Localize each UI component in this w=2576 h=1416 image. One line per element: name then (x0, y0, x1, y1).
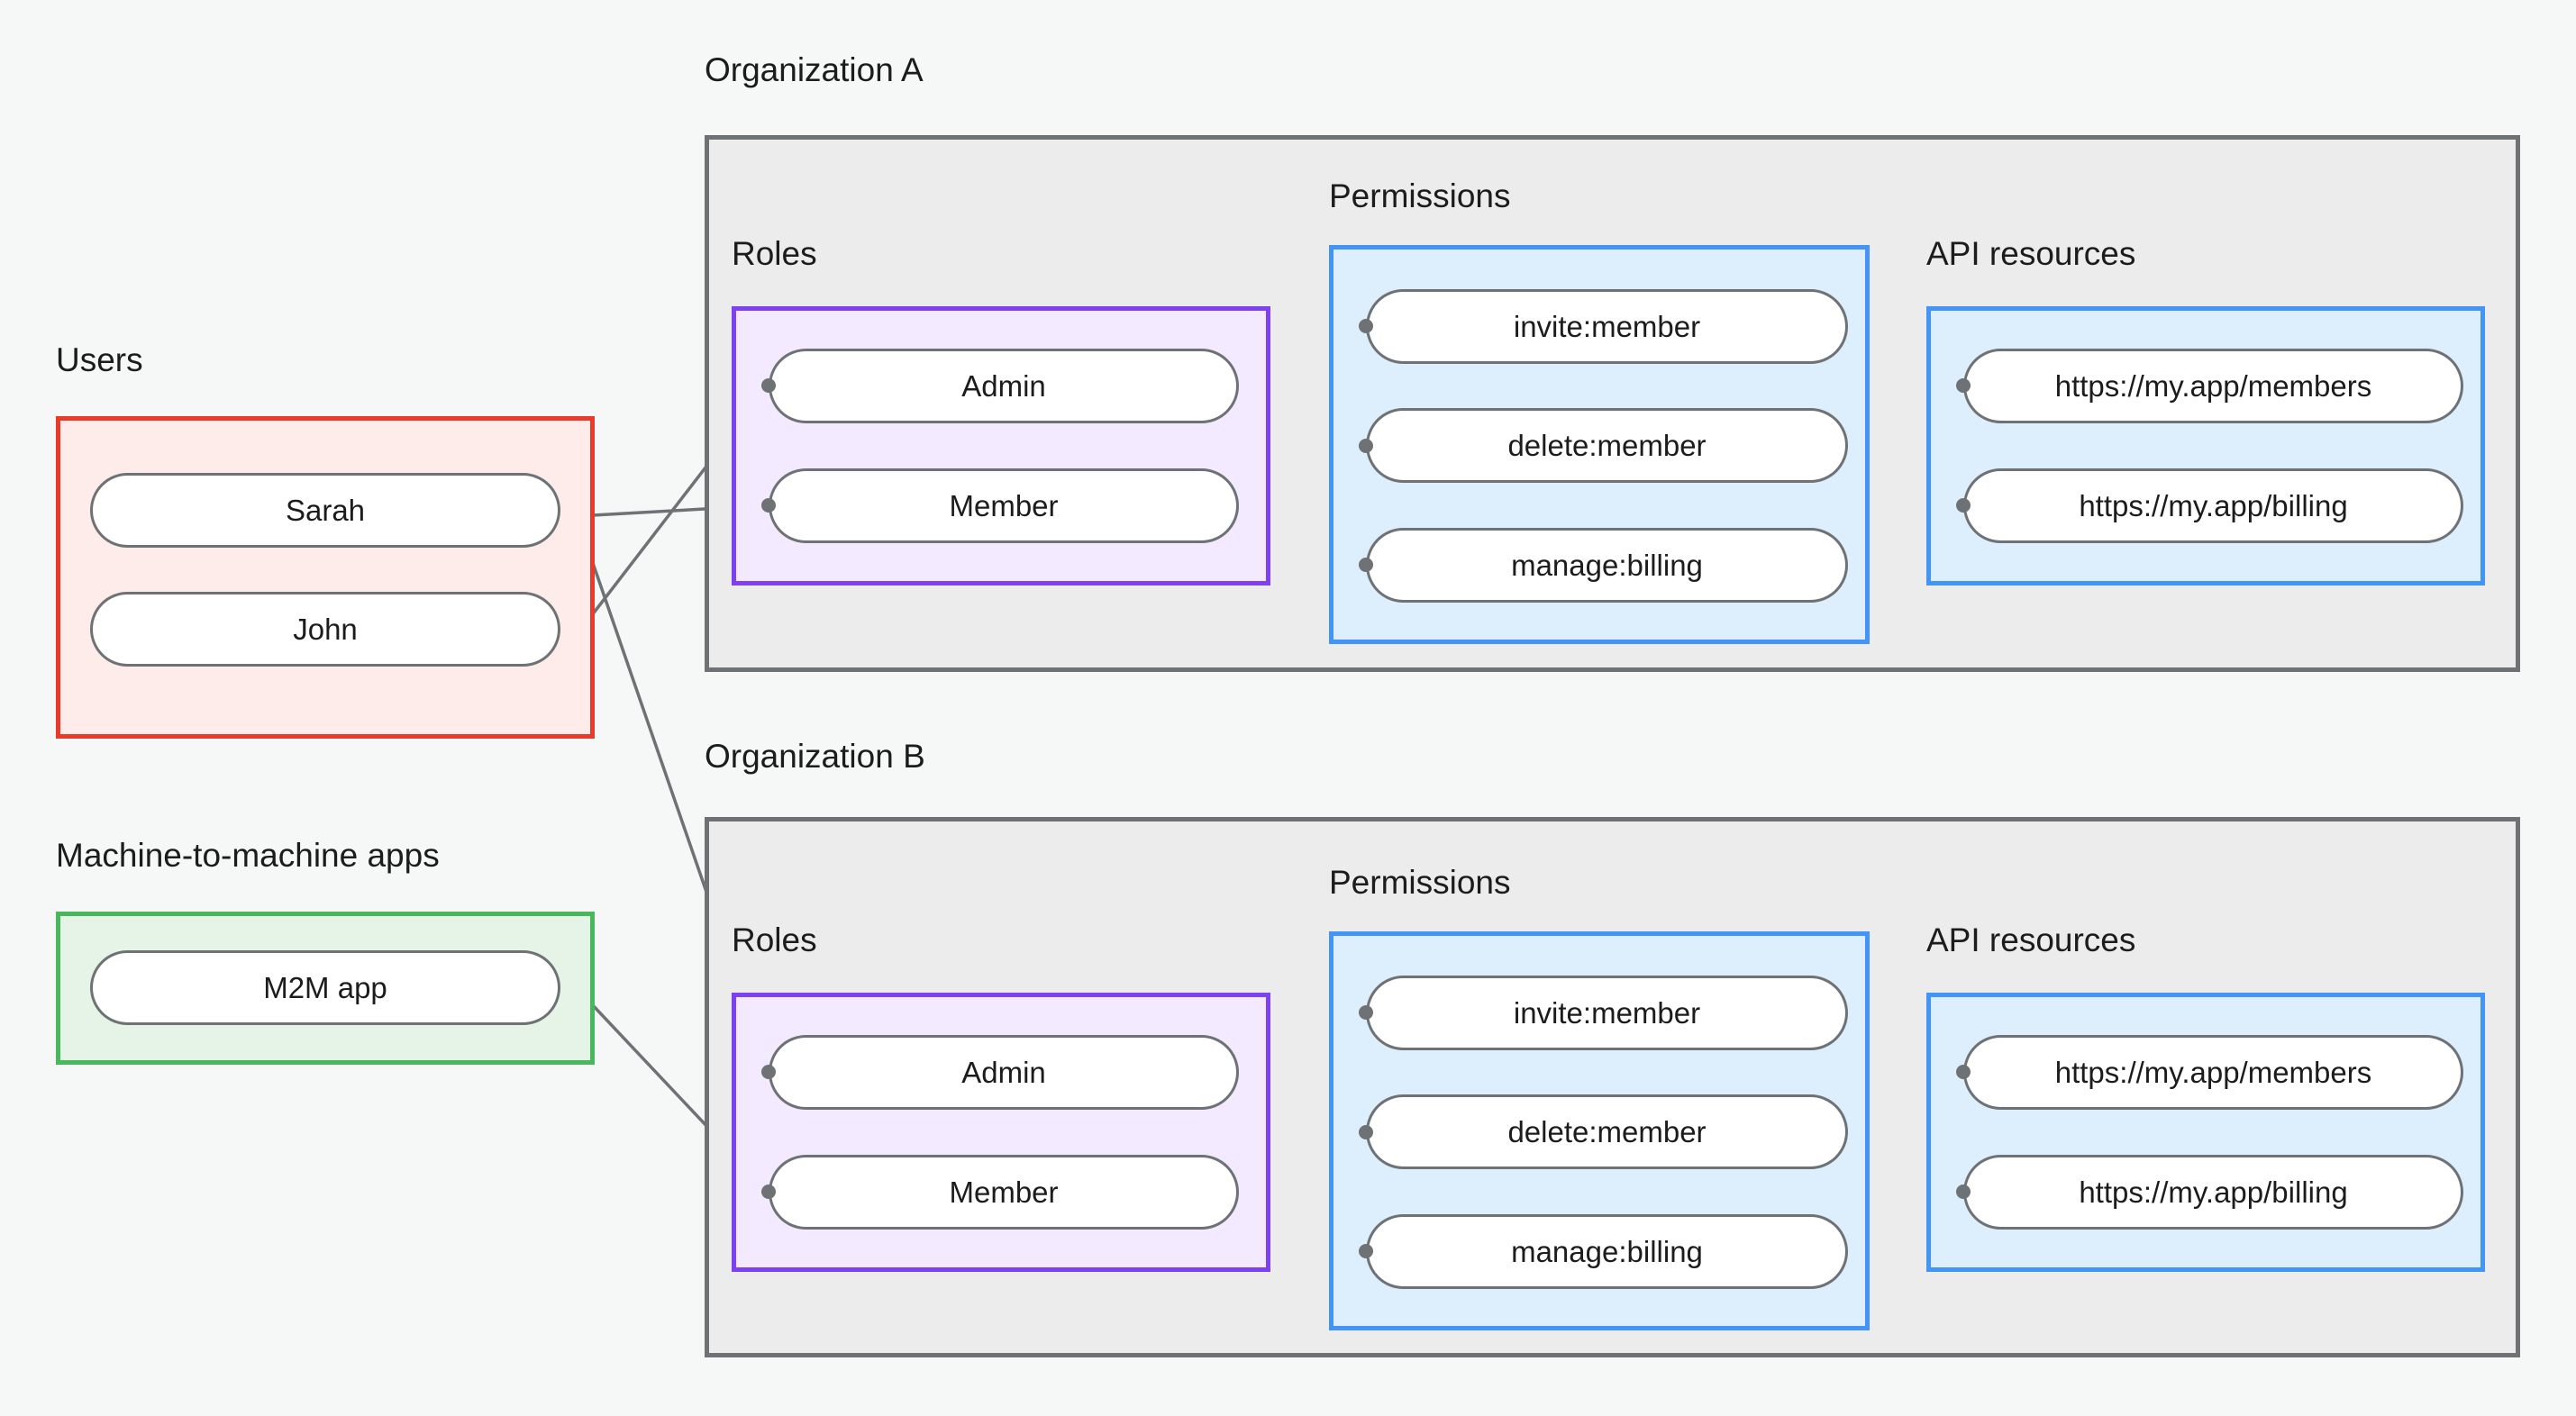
org-a-permissions-title: Permissions (1329, 177, 1511, 214)
org-b-permissions-title: Permissions (1329, 864, 1511, 901)
user-node-john[interactable]: John (90, 592, 560, 667)
endpoint-dot-org-b-admin (761, 1065, 776, 1079)
org-b-title: Organization B (705, 738, 925, 775)
org-a-title: Organization A (705, 51, 924, 88)
org-a-role-member[interactable]: Member (769, 468, 1239, 543)
endpoint-dot-org-b-members-url (1956, 1065, 1971, 1079)
org-b-permission-delete-member[interactable]: delete:member (1366, 1094, 1848, 1169)
m2m-node-app[interactable]: M2M app (90, 950, 560, 1025)
org-a-roles-title: Roles (732, 235, 817, 272)
org-b-permission-manage-billing[interactable]: manage:billing (1366, 1214, 1848, 1289)
endpoint-dot-org-b-member (761, 1185, 776, 1199)
org-a-role-admin[interactable]: Admin (769, 349, 1239, 423)
endpoint-dot-org-b-billing-url (1956, 1185, 1971, 1199)
org-a-permission-delete-member[interactable]: delete:member (1366, 408, 1848, 483)
org-a-resource-billing-url[interactable]: https://my.app/billing (1963, 468, 2463, 543)
endpoint-dot-org-b-invite (1359, 1005, 1373, 1020)
user-node-sarah[interactable]: Sarah (90, 473, 560, 548)
users-group-box (56, 416, 595, 739)
org-a-permission-manage-billing[interactable]: manage:billing (1366, 528, 1848, 603)
org-a-permission-invite-member[interactable]: invite:member (1366, 289, 1848, 364)
endpoint-dot-org-b-delete (1359, 1125, 1373, 1139)
org-b-resource-members-url[interactable]: https://my.app/members (1963, 1035, 2463, 1110)
endpoint-dot-org-b-billing (1359, 1244, 1373, 1258)
endpoint-dot-org-a-members-url (1956, 378, 1971, 393)
org-b-role-member[interactable]: Member (769, 1155, 1239, 1230)
org-a-resource-members-url[interactable]: https://my.app/members (1963, 349, 2463, 423)
endpoint-dot-org-a-delete (1359, 439, 1373, 453)
org-b-roles-title: Roles (732, 921, 817, 958)
org-b-role-admin[interactable]: Admin (769, 1035, 1239, 1110)
org-a-resources-title: API resources (1926, 235, 2136, 272)
org-b-resources-title: API resources (1926, 921, 2136, 958)
org-b-resource-billing-url[interactable]: https://my.app/billing (1963, 1155, 2463, 1230)
endpoint-dot-org-a-member (761, 498, 776, 513)
m2m-group-title: Machine-to-machine apps (56, 837, 440, 874)
endpoint-dot-org-a-billing-url (1956, 498, 1971, 513)
org-b-permission-invite-member[interactable]: invite:member (1366, 976, 1848, 1050)
users-group-title: Users (56, 341, 143, 378)
endpoint-dot-org-a-billing (1359, 558, 1373, 572)
endpoint-dot-org-a-invite (1359, 319, 1373, 333)
endpoint-dot-org-a-admin (761, 378, 776, 393)
